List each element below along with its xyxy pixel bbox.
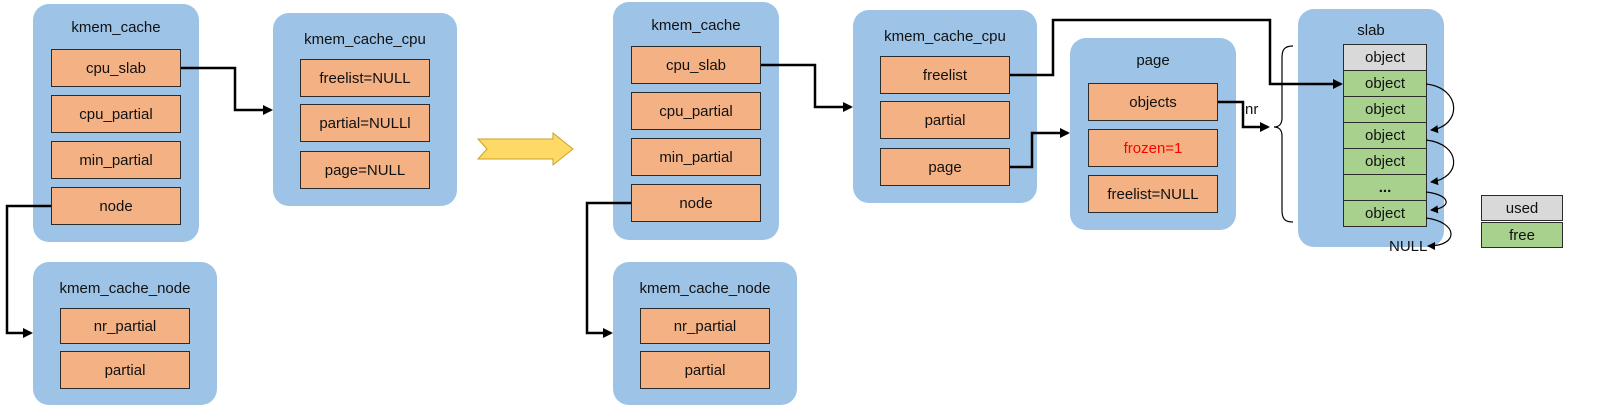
right-node-field: node bbox=[631, 184, 761, 222]
right-kmem-cache-cpu-panel: kmem_cache_cpu freelist partial page bbox=[853, 10, 1037, 203]
slab-object-free-4: object bbox=[1343, 148, 1427, 175]
left-kmem-cache-cpu-title: kmem_cache_cpu bbox=[304, 31, 426, 48]
right-partial-field: partial bbox=[880, 101, 1010, 139]
left-cpu-partial-field: cpu_partial bbox=[51, 95, 181, 133]
right-kmem-cache-title: kmem_cache bbox=[651, 17, 741, 34]
left-node-arrow bbox=[5, 204, 51, 338]
null-label: NULL bbox=[1389, 238, 1428, 255]
left-freelist-null-field: freelist=NULL bbox=[300, 59, 430, 97]
chain-curve-3 bbox=[1425, 191, 1447, 214]
chain-curve-null bbox=[1425, 217, 1452, 250]
right-cpu-slab-field: cpu_slab bbox=[631, 46, 761, 84]
transition-arrow bbox=[476, 131, 574, 167]
right-kmem-cache-node-panel: kmem_cache_node nr_partial partial bbox=[613, 262, 797, 405]
slab-title: slab bbox=[1357, 22, 1385, 39]
page-panel: page objects frozen=1 freelist=NULL bbox=[1070, 38, 1236, 230]
left-kmem-cache-node-panel: kmem_cache_node nr_partial partial bbox=[33, 262, 217, 405]
page-to-page-struct-arrow bbox=[1010, 128, 1070, 169]
slab-object-free-1: object bbox=[1343, 70, 1427, 97]
left-node-field: node bbox=[51, 187, 181, 225]
freelist-to-slab-arrow bbox=[1010, 18, 1343, 89]
chain-curve-1 bbox=[1425, 83, 1455, 134]
slab-brace bbox=[1273, 45, 1294, 223]
right-node-arrow bbox=[585, 201, 631, 338]
slab-object-free-3: object bbox=[1343, 122, 1427, 149]
slab-object-used: object bbox=[1343, 44, 1427, 71]
right-freelist-field: freelist bbox=[880, 56, 1010, 94]
legend-free: free bbox=[1481, 222, 1563, 248]
objects-nr-arrow bbox=[1218, 100, 1270, 132]
right-cpu-partial-field: cpu_partial bbox=[631, 92, 761, 130]
page-freelist-null-field: freelist=NULL bbox=[1088, 175, 1218, 213]
right-kmem-cache-cpu-title: kmem_cache_cpu bbox=[884, 28, 1006, 45]
right-kmem-cache-node-title: kmem_cache_node bbox=[639, 280, 771, 297]
right-page-field: page bbox=[880, 148, 1010, 186]
left-cpu-slab-field: cpu_slab bbox=[51, 49, 181, 87]
left-cpu-slab-arrow bbox=[181, 66, 273, 115]
page-objects-field: objects bbox=[1088, 83, 1218, 121]
left-kmem-cache-cpu-panel: kmem_cache_cpu freelist=NULL partial=NUL… bbox=[273, 13, 457, 206]
page-frozen-field: frozen=1 bbox=[1088, 129, 1218, 167]
right-nr-partial-field: nr_partial bbox=[640, 308, 770, 344]
slab-panel: slab object object object object object … bbox=[1298, 9, 1444, 247]
left-kmem-cache-panel: kmem_cache cpu_slab cpu_partial min_part… bbox=[33, 4, 199, 242]
left-kmem-cache-node-title: kmem_cache_node bbox=[59, 280, 191, 297]
chain-curve-2 bbox=[1425, 139, 1455, 186]
right-cpu-slab-arrow bbox=[761, 63, 853, 112]
right-kmem-cache-panel: kmem_cache cpu_slab cpu_partial min_part… bbox=[613, 2, 779, 240]
left-kmem-cache-title: kmem_cache bbox=[71, 19, 161, 36]
legend-used: used bbox=[1481, 195, 1563, 221]
nr-label: nr bbox=[1245, 101, 1259, 118]
page-title: page bbox=[1136, 52, 1170, 69]
slab-object-free-2: object bbox=[1343, 96, 1427, 123]
left-node-partial-field: partial bbox=[60, 351, 190, 389]
right-node-partial-field: partial bbox=[640, 351, 770, 389]
left-nr-partial-field: nr_partial bbox=[60, 308, 190, 344]
left-partial-null-field: partial=NULLl bbox=[300, 104, 430, 142]
slab-object-free-last: object bbox=[1343, 200, 1427, 227]
right-min-partial-field: min_partial bbox=[631, 138, 761, 176]
left-page-null-field: page=NULL bbox=[300, 151, 430, 189]
left-min-partial-field: min_partial bbox=[51, 141, 181, 179]
